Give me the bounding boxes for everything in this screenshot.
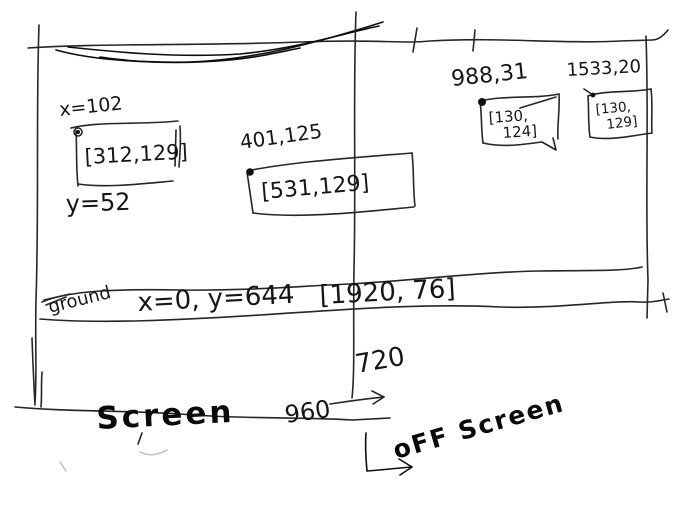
window-size-label: 129] [606, 113, 639, 133]
box-outline [650, 88, 653, 134]
box-outline [70, 120, 179, 129]
corner-dot [73, 127, 83, 137]
ground-label: ground [46, 282, 113, 318]
window-size-label: 124] [502, 122, 538, 142]
box-outline [587, 95, 591, 138]
tick-mark [472, 29, 476, 52]
window-size-label: [531,129] [260, 171, 370, 205]
ground-top-line [41, 266, 643, 303]
window-size-label: [130, [488, 106, 528, 127]
right-edge-line [645, 35, 649, 319]
box-outline [556, 93, 561, 140]
top-scribble-stroke [67, 25, 380, 57]
window-y-label: y=52 [65, 188, 131, 218]
right-arrow-icon [329, 396, 385, 405]
corner-dot [477, 98, 486, 107]
window-size-label: [312,129] [84, 140, 188, 169]
corner-dot [590, 92, 596, 98]
left-edge-line [40, 371, 43, 408]
stray-mark [137, 432, 143, 445]
center-vertical-line [351, 11, 357, 399]
box-outline [482, 137, 557, 151]
box-outline [178, 125, 182, 168]
box-outline [75, 130, 79, 187]
window-box-2: 401,125 [531,129] [238, 119, 416, 217]
left-edge-line [31, 337, 36, 406]
box-outline [246, 152, 413, 172]
ground-bottom-line [39, 298, 670, 323]
corner-down-right-arrow-icon [366, 466, 413, 472]
box-outline [589, 132, 653, 140]
bottom-coord-label: 720 [353, 342, 407, 380]
window-position-label: x=102 [58, 92, 123, 121]
bottom-edge-line [14, 406, 391, 421]
window-box-4: 1533,20 [130, 129] [566, 56, 653, 140]
box-outline [587, 88, 652, 97]
box-outline [252, 206, 415, 217]
center-coord-label: 960 [283, 395, 332, 429]
right-arrow-icon [371, 390, 385, 405]
tick-mark [412, 27, 418, 53]
window-size-label: [130, [595, 99, 632, 118]
top-scribble-stroke [55, 21, 384, 63]
corner-dot [76, 130, 81, 135]
window-position-label: 988,31 [450, 59, 529, 92]
window-position-label: 401,125 [238, 119, 323, 154]
faint-mark [59, 461, 67, 472]
window-box-1: x=102 [312,129] y=52 [58, 92, 188, 218]
box-outline [77, 180, 174, 187]
ground-position-label: x=0, y=644 [137, 280, 295, 318]
top-scribble-stroke [99, 47, 301, 64]
box-outline [479, 100, 484, 144]
box-outline [246, 171, 254, 214]
top-edge-line [27, 29, 669, 49]
faint-marks [59, 449, 168, 472]
box-inner-bar [174, 129, 177, 167]
faint-mark [139, 449, 168, 456]
window-box-3: 988,31 [130, 124] [450, 59, 561, 151]
left-edge-line [34, 24, 40, 403]
ground-left-fork [43, 293, 71, 306]
box-outline [411, 152, 416, 207]
ground-size-label: [1920, 76] [319, 274, 456, 311]
captions: Screen oFF Screen [96, 388, 568, 476]
ground-end-tick [662, 292, 668, 313]
box-inner-stroke [519, 96, 557, 109]
frame-lines [27, 11, 669, 408]
screen-label: Screen [96, 394, 236, 437]
off-screen-label: oFF Screen [390, 388, 568, 465]
corner-down-right-arrow-icon [398, 458, 413, 476]
corner-down-right-arrow-icon [364, 432, 368, 472]
box-outline [479, 93, 560, 102]
corner-dot [246, 168, 254, 176]
window-position-label: 1533,20 [566, 56, 641, 81]
